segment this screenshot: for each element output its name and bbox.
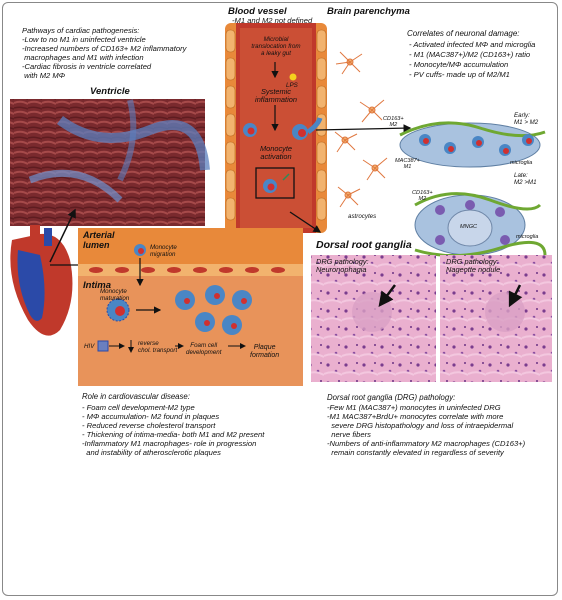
- late-label: Late: M2 >M1: [514, 172, 537, 186]
- drg-line: -Numbers of anti-inflammatory M2 macroph…: [327, 439, 526, 448]
- reverse-transport-label: reverse chol. transport: [138, 340, 178, 354]
- microbial-label: Microbial translocation from a leaky gut: [251, 36, 301, 57]
- drg-heading: Dorsal root ganglia (DRG) pathology:: [327, 393, 456, 402]
- cardiovascular-line: - Reduced reverse cholesterol transport: [82, 421, 216, 430]
- microglia-label: microglia: [516, 234, 539, 240]
- drg-neuronophagia-image: [311, 255, 436, 382]
- systemic-label: Systemic inflammation: [255, 87, 297, 105]
- microglia-label: microglia: [510, 160, 533, 166]
- brain-parenchyma-title: Brain parenchyma: [327, 6, 410, 17]
- cardiac-heading: Pathways of cardiac pathogenesis:: [22, 26, 140, 35]
- drg-panel2-label: DRG pathology: Nageotte nodule: [446, 257, 501, 275]
- activation-box: [255, 167, 295, 199]
- drg-title: Dorsal root ganglia: [316, 239, 412, 251]
- heart-illustration: [10, 208, 100, 336]
- cardiovascular-line: -Inflammatory M1 macrophages- role in pr…: [82, 439, 257, 448]
- drg-line: severe DRG histopathology and loss of in…: [327, 421, 514, 430]
- lps-dot: [289, 73, 297, 81]
- drg-line: nerve fibers: [327, 430, 371, 439]
- correlates-heading: Correlates of neuronal damage:: [407, 29, 520, 38]
- cardiovascular-line: - Thickening of intima-media- both M1 an…: [82, 430, 265, 439]
- drg-line: -M1 MAC387+BrdU+ monocytes correlate wit…: [327, 412, 504, 421]
- cardiac-line: macrophages and M1 with infection: [22, 53, 144, 62]
- mngc-label: MNGC: [460, 224, 478, 230]
- lps-label: LPS: [286, 82, 298, 89]
- maturation-label: Monocyte maturation: [100, 288, 130, 302]
- ventricle-histology-image: [10, 99, 210, 226]
- perivascular-cuff-early: [399, 121, 546, 168]
- artery-cross-section: [78, 228, 303, 386]
- mac387-m1-label: MAC387+ M1: [395, 158, 421, 171]
- cd163-m2-label: CD163+ M2: [412, 190, 433, 203]
- monocyte-activation-label: Monocyte activation: [259, 144, 293, 162]
- migration-label: Monocyte migration: [150, 244, 177, 258]
- correlates-line: - PV cuffs- made up of M2/M1: [409, 70, 510, 79]
- cardiovascular-line: - MΦ accumulation- M2 found in plaques: [82, 412, 220, 421]
- connector-arrows: [289, 124, 412, 233]
- cardiac-line: -Cardiac fibrosis in ventricle correlate…: [22, 62, 152, 71]
- perivascular-cuff-late: [414, 192, 547, 257]
- hiv-icon: [97, 340, 109, 352]
- cardiac-line: with M2 MΦ: [22, 71, 66, 80]
- cd163-m2-label: CD163+ M2: [383, 116, 404, 129]
- arterial-lumen-label: Arterial lumen: [83, 230, 115, 250]
- hiv-label: HIV: [84, 343, 95, 350]
- cardiovascular-line: and instability of atherosclerotic plaqu…: [82, 448, 221, 457]
- drg-line: remain constantly elevated in regardless…: [327, 448, 504, 457]
- cardiac-line: -Low to no M1 in uninfected ventricle: [22, 35, 146, 44]
- correlates-line: - M1 (MAC387+)/M2 (CD163+) ratio: [409, 50, 531, 59]
- figure-frame: [2, 2, 558, 596]
- intima-label: Intima: [83, 280, 111, 291]
- blood-vessel-title: Blood vessel: [228, 6, 287, 17]
- astrocytes-label: astrocytes: [348, 213, 377, 220]
- astrocytes-illustration: [334, 51, 388, 208]
- drg-line: -Few M1 (MAC387+) monocytes in uninfecte…: [327, 403, 501, 412]
- plaque-label: Plaque formation: [250, 344, 280, 359]
- drg-nageotte-image: [440, 255, 552, 382]
- cardiovascular-line: - Foam cell development-M2 type: [82, 403, 195, 412]
- drg-panel1-label: DRG pathology: Neuronophagia: [316, 257, 369, 275]
- foam-cell-label: Foam cell development: [186, 342, 222, 356]
- blood-vessel-illustration: [225, 23, 327, 233]
- correlates-line: - Monocyte/MΦ accumulation: [409, 60, 509, 69]
- cardiovascular-heading: Role in cardiovascular disease:: [82, 392, 190, 401]
- ventricle-title: Ventricle: [90, 86, 130, 97]
- cardiac-line: -Increased numbers of CD163+ M2 inflamma…: [22, 44, 187, 53]
- early-label: Early: M1 > M2: [514, 112, 539, 126]
- vessel-note: -M1 and M2 not defined: [232, 16, 313, 25]
- correlates-line: - Activated infected MΦ and microglia: [409, 40, 536, 49]
